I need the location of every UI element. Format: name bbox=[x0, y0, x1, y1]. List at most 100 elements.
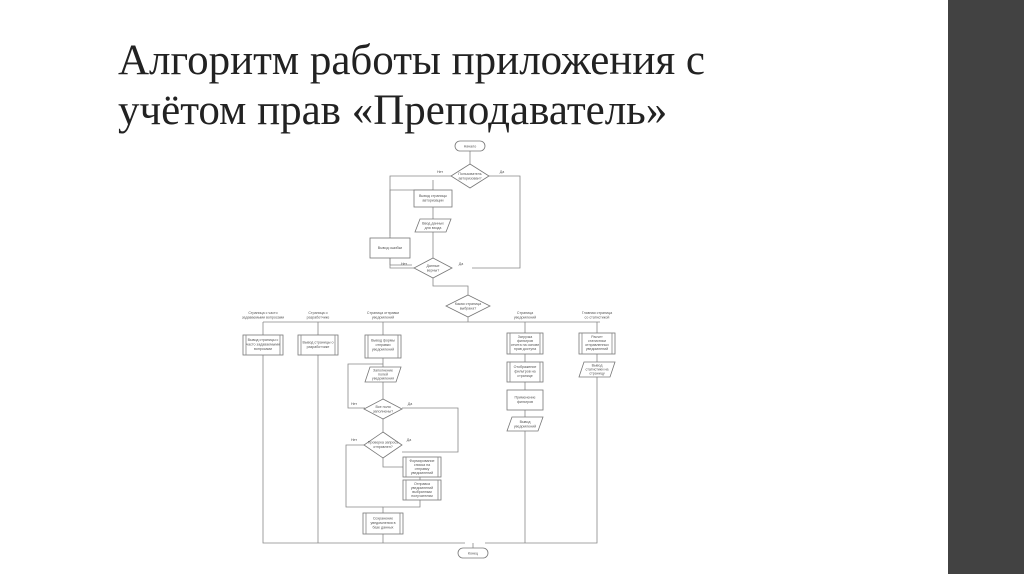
authorized-label-1: Пользователь bbox=[458, 172, 481, 176]
check-sent-label-1: Проверка запроса bbox=[368, 441, 398, 445]
show-filters-label-2: фильтров на bbox=[514, 370, 535, 374]
authorized-label-2: авторизован? bbox=[459, 177, 482, 181]
calc-stats-process bbox=[578, 332, 616, 355]
send-notifs-label-2: уведомлений bbox=[411, 486, 433, 490]
send-notifs-process bbox=[402, 479, 442, 501]
save-db-label-2: уведомления в bbox=[370, 521, 395, 525]
auth-page-label-1: Вывод страницы bbox=[419, 194, 447, 198]
enter-login-label-1: Ввод данных bbox=[422, 222, 444, 226]
show-stats-label-1: Вывод bbox=[592, 364, 604, 368]
branch-send-label-2: уведомлений bbox=[372, 316, 394, 320]
branch-main-label-1: Главная страница bbox=[582, 311, 612, 315]
enter-login-io bbox=[414, 218, 452, 233]
show-stats-label-3: страницу bbox=[589, 372, 604, 376]
which-page-label-2: выбрана? bbox=[460, 307, 477, 311]
check-sent-decision bbox=[363, 431, 403, 459]
show-filters-label-1: Отображение bbox=[514, 365, 537, 369]
calc-stats-label-2: статистики bbox=[588, 339, 606, 343]
send-form-label-3: уведомлений bbox=[372, 348, 394, 352]
show-stats-io bbox=[578, 361, 616, 378]
right-sidebar-bar bbox=[948, 0, 1024, 574]
title-line-2: учётом прав «Преподаватель» bbox=[118, 87, 668, 134]
yes-label-4: Да bbox=[407, 438, 411, 442]
yes-label-3: Да bbox=[408, 402, 412, 406]
form-list-process bbox=[402, 456, 442, 478]
no-label: Нет bbox=[437, 170, 443, 174]
fill-fields-label-3: уведомления bbox=[372, 377, 394, 381]
fill-fields-io bbox=[364, 366, 402, 383]
send-form-label-2: отправки bbox=[376, 343, 391, 347]
auth-page-process bbox=[413, 189, 453, 208]
all-filled-label-2: заполнены? bbox=[373, 410, 393, 414]
start-terminal bbox=[454, 140, 486, 152]
show-filters-label-3: странице bbox=[517, 374, 532, 378]
yes-label: Да bbox=[500, 170, 504, 174]
save-db-process bbox=[362, 512, 404, 535]
dev-page-label-1: Вывод страницы о bbox=[303, 341, 334, 345]
which-page-label-1: Какая страница bbox=[455, 302, 481, 306]
faq-page-label-1: Вывод страницы с bbox=[248, 338, 279, 342]
enter-login-label-2: для входа bbox=[425, 226, 442, 230]
title-line-1: Алгоритм работы приложения с bbox=[118, 37, 705, 84]
error-output-label: Вывод ошибки bbox=[378, 246, 402, 250]
yes-label-2: Да bbox=[459, 262, 463, 266]
error-output-process bbox=[369, 237, 411, 259]
send-notifs-label-4: получателям bbox=[411, 494, 433, 498]
send-notifs-label-3: выбранным bbox=[412, 490, 432, 494]
fill-fields-label-2: полей bbox=[378, 373, 388, 377]
form-list-label-2: списка на bbox=[414, 463, 430, 467]
end-label: Конец bbox=[468, 552, 478, 556]
apply-filters-process bbox=[506, 389, 544, 411]
form-list-label-1: Формирование bbox=[409, 459, 434, 463]
which-page-decision bbox=[445, 294, 491, 318]
calc-stats-label-4: уведомлений bbox=[586, 347, 608, 351]
load-filters-process bbox=[506, 332, 544, 355]
show-notifs-label-2: уведомлений bbox=[514, 425, 536, 429]
all-filled-label-1: Все поля bbox=[375, 405, 390, 409]
no-label-2: Нет bbox=[401, 262, 407, 266]
save-db-label-1: Сохранение bbox=[373, 517, 393, 521]
data-correct-decision bbox=[413, 257, 453, 279]
branch-faq-label-2: задаваемыми вопросами bbox=[242, 316, 284, 320]
data-correct-label-1: Данные bbox=[427, 264, 440, 268]
load-filters-label-4: прав доступа bbox=[514, 347, 536, 351]
branch-main-label-2: со статистикой bbox=[585, 316, 610, 320]
fill-fields-label-1: Заполнение bbox=[373, 369, 393, 373]
branch-dev-label-1: Страница о bbox=[308, 311, 327, 315]
branch-notif-label-2: уведомлений bbox=[514, 316, 536, 320]
dev-page-label-2: разработчике bbox=[307, 345, 330, 349]
faq-page-process bbox=[242, 334, 284, 356]
calc-stats-label-1: Расчет bbox=[591, 335, 603, 339]
branch-faq-label-1: Страница с часто bbox=[248, 311, 277, 315]
form-list-label-4: уведомлений bbox=[411, 471, 433, 475]
apply-filters-label-2: фильтров bbox=[517, 400, 533, 404]
show-filters-process bbox=[506, 361, 544, 383]
load-filters-label-3: отчета на основе bbox=[511, 343, 540, 347]
data-correct-label-2: верны? bbox=[427, 269, 439, 273]
show-stats-label-2: статистики на bbox=[586, 368, 609, 372]
all-filled-decision bbox=[363, 398, 403, 420]
no-label-4: Нет bbox=[351, 438, 357, 442]
calc-stats-label-3: отправленных bbox=[585, 343, 609, 347]
show-notifs-io bbox=[506, 416, 544, 432]
auth-page-label-2: авторизации bbox=[422, 199, 443, 203]
branch-send-label-1: Страница отправки bbox=[367, 311, 399, 315]
save-db-label-3: базе данных bbox=[373, 526, 394, 530]
connectors bbox=[262, 150, 600, 544]
show-notifs-label-1: Вывод bbox=[520, 420, 532, 424]
send-notifs-label-1: Отправка bbox=[414, 482, 430, 486]
authorized-decision bbox=[450, 163, 490, 189]
branch-dev-label-2: разработчике bbox=[307, 316, 330, 320]
branch-notif-label-1: Страница bbox=[517, 311, 533, 315]
faq-page-label-3: вопросами bbox=[254, 347, 272, 351]
load-filters-label-1: Загрузка bbox=[518, 335, 533, 339]
no-label-3: Нет bbox=[351, 402, 357, 406]
send-form-process bbox=[364, 334, 402, 359]
apply-filters-label-1: Применение bbox=[514, 396, 535, 400]
check-sent-label-2: отправлен? bbox=[373, 445, 392, 449]
dev-page-process bbox=[297, 334, 339, 356]
slide-title: Алгоритм работы приложения с учётом прав… bbox=[118, 36, 918, 136]
form-list-label-3: отправку bbox=[415, 467, 430, 471]
send-form-label-1: Вывод формы bbox=[371, 339, 395, 343]
